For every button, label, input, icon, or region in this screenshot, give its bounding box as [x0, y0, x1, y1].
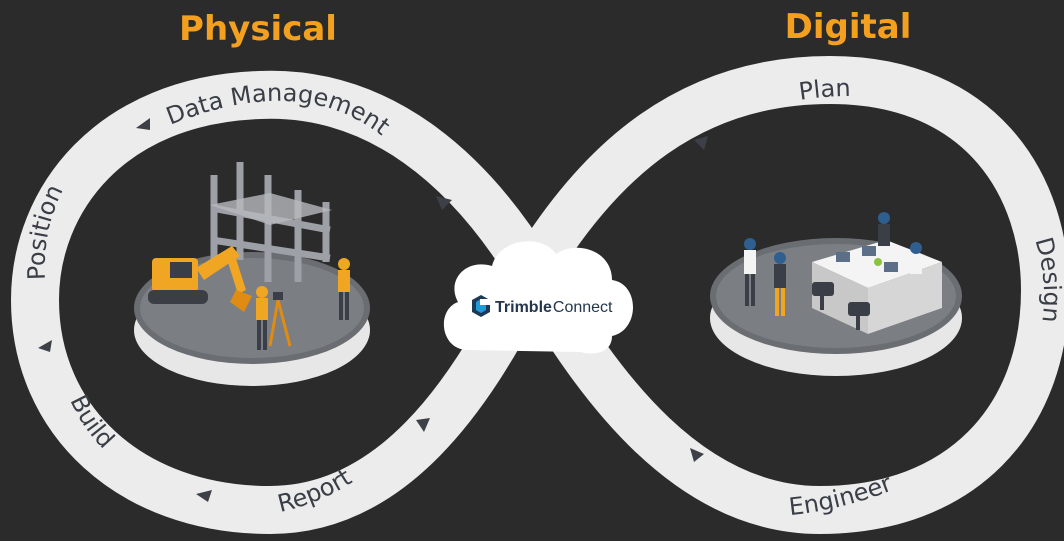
trimble-connect-logo-icon: [472, 295, 490, 317]
direction-arrows: [38, 118, 708, 502]
brand-name: Trimble: [495, 299, 552, 316]
person-icon: [774, 252, 786, 316]
arrow-left-top: [136, 118, 150, 130]
arrow-left-bottom: [196, 490, 212, 502]
office-team-illustration: [710, 212, 962, 376]
person-icon: [910, 242, 922, 274]
cloud-label: TrimbleConnect: [495, 299, 613, 316]
person-icon: [744, 238, 756, 306]
arrow-left-lower-right: [416, 418, 430, 432]
arrow-right-upper-left: [694, 136, 708, 150]
office-chair-icon: [812, 282, 870, 330]
heading-digital: Digital: [785, 7, 912, 47]
excavator-icon: [148, 246, 252, 312]
person-icon: [878, 212, 890, 246]
label-plan: Plan: [797, 74, 851, 106]
arrow-right-lower-left: [690, 448, 704, 462]
worker-icon: [338, 258, 350, 320]
heading-physical: Physical: [179, 9, 337, 49]
trimble-connect-cloud: TrimbleConnect: [443, 241, 633, 354]
surveyor-icon: [256, 286, 292, 350]
left-loop-band: [10, 70, 560, 535]
cloud-shape: [443, 241, 633, 354]
right-loop-band: [504, 55, 1064, 535]
infinity-loop: [10, 55, 1064, 535]
arrow-left-upper-right: [436, 196, 452, 210]
product-name: Connect: [553, 299, 613, 316]
construction-site-illustration: [134, 162, 370, 386]
arrow-left-side: [38, 340, 52, 352]
